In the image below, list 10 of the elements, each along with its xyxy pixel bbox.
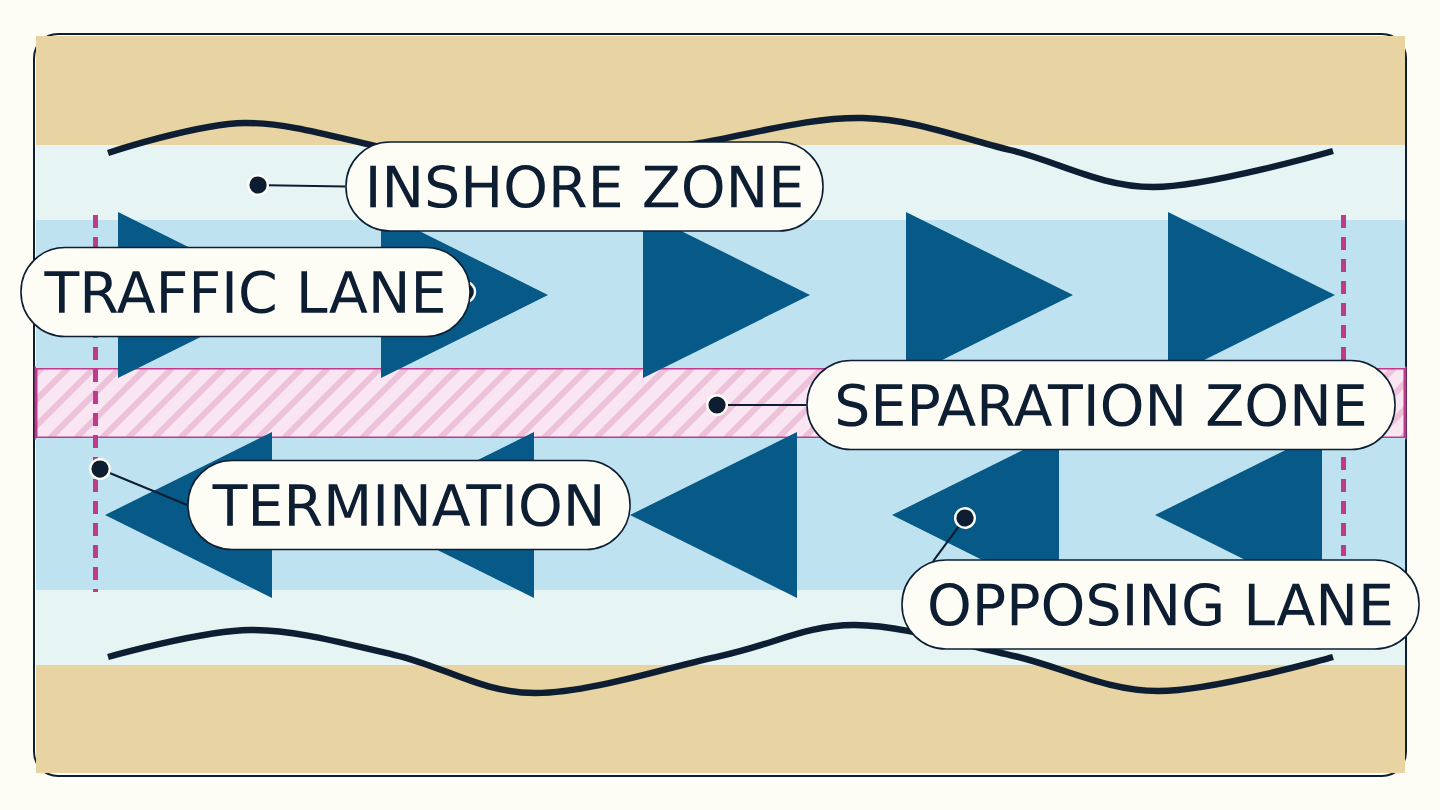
leader-line [932,507,976,563]
callout-label: TERMINATION [187,459,631,551]
callout-label: INSHORE ZONE [345,141,824,232]
callout-label: SEPARATION ZONE [806,359,1396,451]
land-band [36,665,1405,773]
land-band [36,36,1405,145]
leader-line [89,458,189,506]
leader-line [247,174,347,196]
callout-label: OPPOSING LANE [901,559,1420,650]
leader-line [706,394,808,416]
